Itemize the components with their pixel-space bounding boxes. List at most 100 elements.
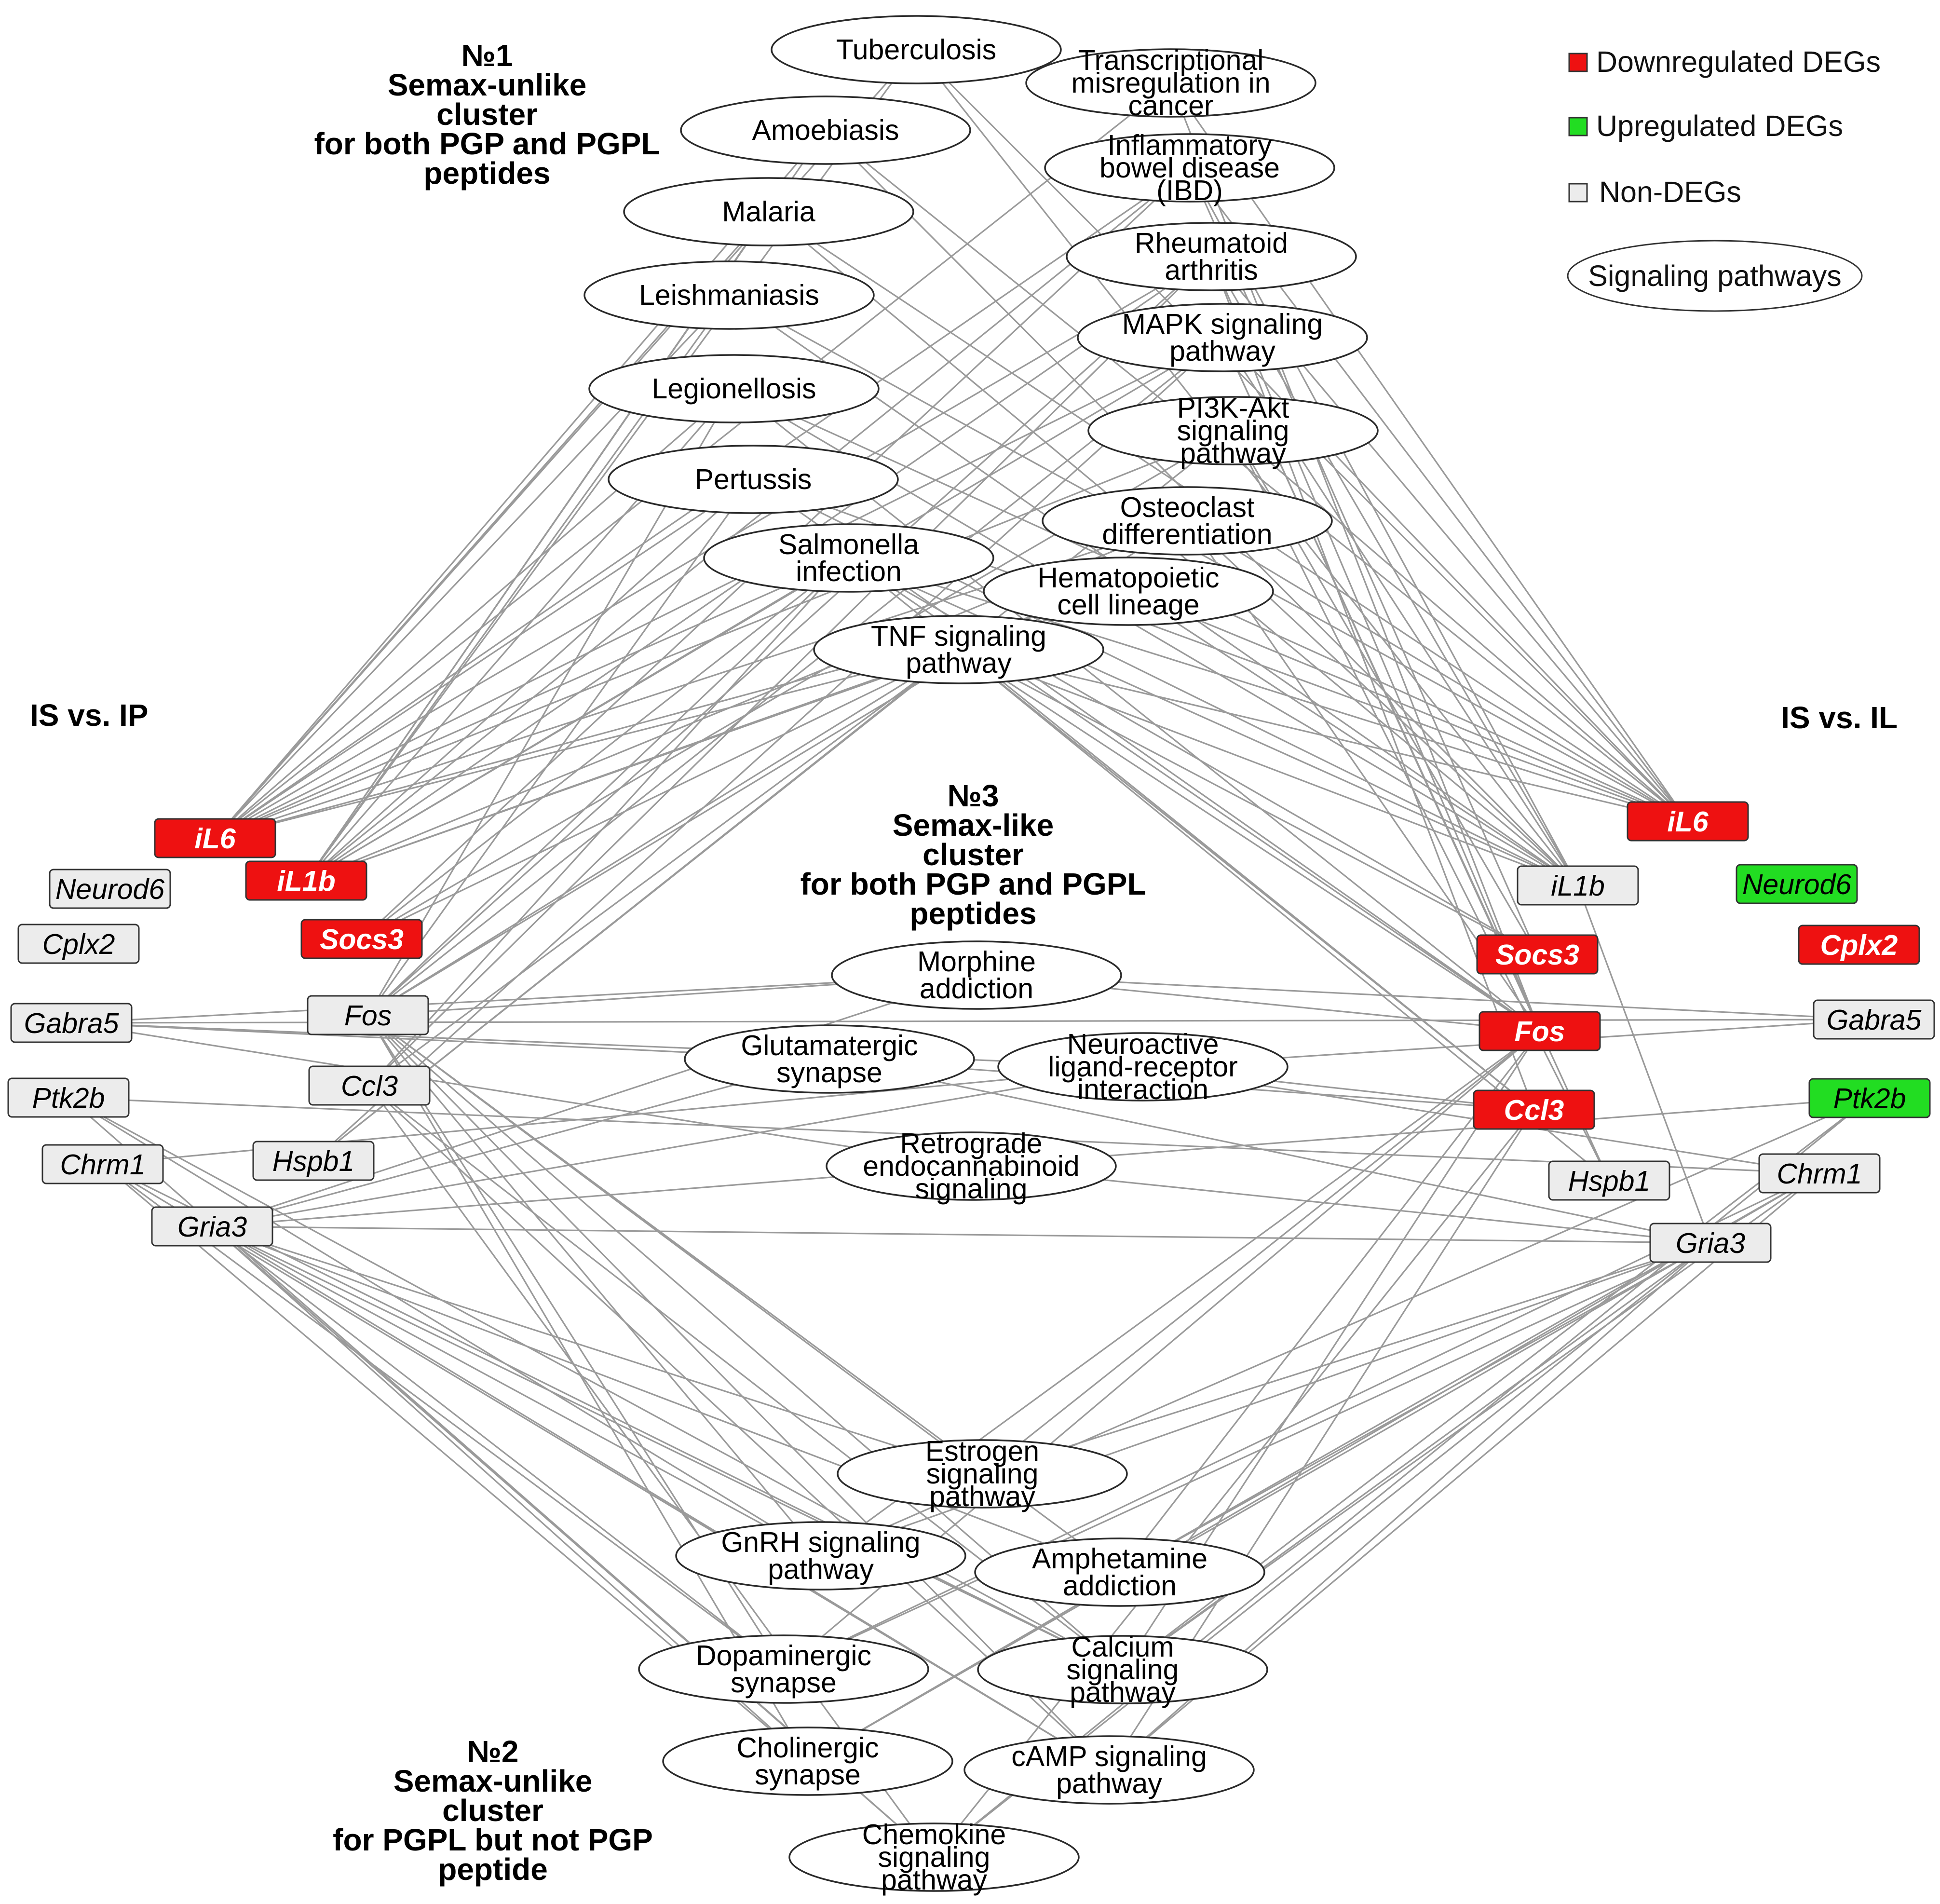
pathway-label: Morphine xyxy=(917,946,1036,978)
gene-node-r-cplx2[interactable]: Cplx2 xyxy=(1798,925,1920,965)
cluster-heading-line: Semax-like xyxy=(893,808,1054,843)
edge xyxy=(971,1097,1870,1167)
edge xyxy=(367,256,1212,1016)
gene-node-l-il1b[interactable]: iL1b xyxy=(245,860,367,901)
gene-node-l-neurod6[interactable]: Neurod6 xyxy=(49,869,171,909)
gene-node-r-fos[interactable]: Fos xyxy=(1479,1011,1601,1051)
pathway-label: MAPK signaling xyxy=(1122,308,1323,340)
pathway-label: Retrograde xyxy=(900,1128,1042,1159)
edge xyxy=(848,557,1688,822)
gene-node-r-neurod6[interactable]: Neurod6 xyxy=(1736,864,1858,904)
gene-node-r-hspb1[interactable]: Hspb1 xyxy=(1548,1160,1670,1201)
pathway-ellipse xyxy=(826,1131,1117,1201)
gene-box xyxy=(1548,1160,1670,1201)
pathway-label: signaling xyxy=(878,1841,990,1873)
gene-node-l-fos[interactable]: Fos xyxy=(307,995,429,1035)
pathway-label: Hematopoietic xyxy=(1037,562,1219,594)
gene-node-l-gabra5[interactable]: Gabra5 xyxy=(10,1003,133,1043)
gene-box xyxy=(1476,934,1599,975)
edge xyxy=(305,167,1191,882)
edge xyxy=(214,129,827,839)
edge xyxy=(1128,590,1578,886)
gene-node-l-ptk2b[interactable]: Ptk2b xyxy=(7,1077,130,1118)
gene-node-l-ccl3[interactable]: Ccl3 xyxy=(308,1065,431,1106)
pathway-label: pathway xyxy=(929,1481,1035,1512)
edge xyxy=(367,649,959,1016)
edge xyxy=(102,1163,1110,1771)
edge xyxy=(215,430,1234,839)
cluster-heading-line: peptide xyxy=(438,1852,548,1887)
edge xyxy=(982,1242,1711,1475)
gene-node-r-il6[interactable]: iL6 xyxy=(1627,801,1749,842)
gene-node-r-chrm1[interactable]: Chrm1 xyxy=(1758,1153,1881,1194)
edge xyxy=(212,1225,983,1475)
gene-node-r-il1b[interactable]: iL1b xyxy=(1517,865,1639,906)
edge xyxy=(312,337,1223,1162)
gene-node-r-socs3[interactable]: Socs3 xyxy=(1476,934,1599,975)
legend: Downregulated DEGs Upregulated DEGs Non-… xyxy=(1567,45,1881,312)
gene-node-l-il6[interactable]: iL6 xyxy=(154,818,276,858)
cluster-heading-line: №2 xyxy=(467,1734,519,1769)
gene-node-r-gria3[interactable]: Gria3 xyxy=(1649,1223,1772,1263)
pathway-ellipse xyxy=(684,1024,975,1094)
pathway-ellipse xyxy=(983,557,1274,626)
pathway-ellipse xyxy=(1042,486,1333,556)
pathway-ellipse xyxy=(974,1537,1265,1607)
pathway-ellipse xyxy=(963,1735,1255,1805)
gene-label: Gabra5 xyxy=(24,1007,119,1039)
edge xyxy=(215,649,959,839)
edge xyxy=(783,1172,1820,1670)
pathway-node-per[interactable]: Pertussis xyxy=(608,445,899,514)
gene-node-l-cplx2[interactable]: Cplx2 xyxy=(17,924,140,964)
gene-node-r-ccl3[interactable]: Ccl3 xyxy=(1473,1089,1595,1130)
pathway-node-lei[interactable]: Leishmaniasis xyxy=(583,260,875,330)
cluster-heading-line: for PGPL but not PGP xyxy=(333,1822,653,1857)
gene-node-r-gabra5[interactable]: Gabra5 xyxy=(1813,999,1935,1040)
gene-box xyxy=(1798,925,1920,965)
pathway-node-mal[interactable]: Malaria xyxy=(623,177,914,246)
pathway-node-leg[interactable]: Legionellosis xyxy=(588,354,880,423)
pathway-label: signaling xyxy=(1177,415,1289,447)
gene-node-l-socs3[interactable]: Socs3 xyxy=(300,919,423,959)
edge xyxy=(729,294,1688,822)
gene-node-l-gria3[interactable]: Gria3 xyxy=(151,1206,273,1247)
edge xyxy=(361,649,959,940)
edge xyxy=(1170,82,1689,822)
pathway-node-tb[interactable]: Tuberculosis xyxy=(771,15,1062,84)
gene-box xyxy=(307,995,429,1035)
gene-node-l-hspb1[interactable]: Hspb1 xyxy=(252,1141,375,1181)
pathway-node-amo[interactable]: Amoebiasis xyxy=(680,95,971,165)
pathway-label: Glutamatergic xyxy=(741,1030,918,1061)
gene-label: Hspb1 xyxy=(1568,1165,1651,1197)
edge xyxy=(807,1172,1820,1762)
gene-box xyxy=(1627,801,1749,842)
gene-node-r-ptk2b[interactable]: Ptk2b xyxy=(1808,1078,1931,1118)
gene-box xyxy=(7,1077,130,1118)
legend-label-down: Downregulated DEGs xyxy=(1596,45,1881,78)
legend-label-pathway: Signaling pathways xyxy=(1588,259,1842,292)
gene-node-l-chrm1[interactable]: Chrm1 xyxy=(41,1144,164,1184)
